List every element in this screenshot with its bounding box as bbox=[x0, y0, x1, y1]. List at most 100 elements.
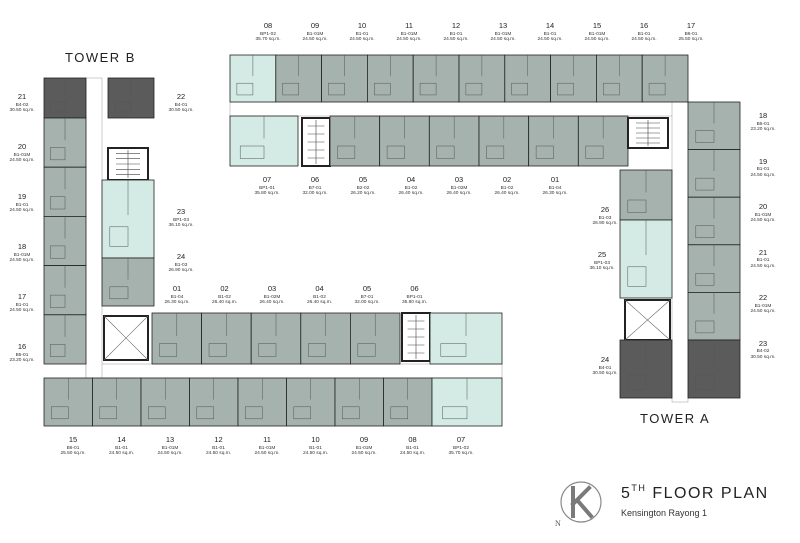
tower-b-west-corner bbox=[43, 77, 87, 119]
unit-number: 14 bbox=[545, 21, 555, 30]
unit-type: B1-01M bbox=[306, 31, 324, 37]
kensington-logo: N bbox=[555, 481, 602, 528]
top-north-unit-10 bbox=[641, 54, 689, 103]
north-marker: N bbox=[555, 519, 561, 528]
unit-area: 35.70 sq.m. bbox=[255, 37, 281, 43]
bottom-north-unit-2 bbox=[201, 312, 252, 365]
top-south-unit-1 bbox=[329, 115, 381, 167]
top-south-unit-1 bbox=[229, 115, 299, 167]
unit-area: 36.10 sq.m. bbox=[168, 223, 194, 229]
bottom-north-unit-4 bbox=[300, 312, 351, 365]
unit-type: B4-02 bbox=[15, 102, 29, 108]
tower-b-east-unit-2 bbox=[101, 257, 155, 307]
unit-type: B1-03 bbox=[598, 215, 612, 221]
unit-number: 09 bbox=[310, 21, 320, 30]
tower-b-east-unit-1 bbox=[101, 179, 155, 259]
tower-b-label: TOWER B bbox=[65, 50, 136, 65]
unit-number: 17 bbox=[686, 21, 696, 30]
unit-number: 18 bbox=[17, 242, 27, 251]
unit-type: B1-01M bbox=[161, 445, 179, 451]
tower-a-east-unit-3 bbox=[687, 196, 741, 246]
unit-type: B5-01 bbox=[756, 121, 770, 127]
tower-b-east-corner bbox=[107, 77, 155, 119]
unit-type: B1-02M bbox=[263, 294, 281, 300]
unit-area: 30.50 sq.m. bbox=[9, 108, 35, 114]
unit-type: B5-01 bbox=[15, 352, 29, 358]
unit-area: 24.50 sq.m. bbox=[108, 451, 135, 457]
unit-type: B1-01M bbox=[494, 31, 512, 37]
unit-area: 30.50 sq.m. bbox=[592, 371, 618, 377]
top-south-unit-2 bbox=[379, 115, 430, 167]
unit-area: 24.50 sq.m. bbox=[750, 172, 776, 178]
unit-type: B1-01M bbox=[588, 31, 606, 37]
page-title: 5TH FLOOR PLAN bbox=[621, 483, 769, 503]
title-ordinal: TH bbox=[631, 483, 647, 493]
unit-number: 02 bbox=[502, 175, 512, 184]
unit-area: 24.50 sq.m. bbox=[205, 451, 232, 457]
unit-number: 10 bbox=[311, 435, 320, 444]
unit-area: 24.50 sq.m. bbox=[351, 451, 377, 457]
tower-a-west-corner bbox=[619, 339, 673, 399]
unit-number: 13 bbox=[498, 21, 508, 30]
unit-area: 25.50 sq.m. bbox=[678, 37, 704, 43]
unit-area: 24.50 sq.m. bbox=[631, 37, 657, 43]
unit-number: 15 bbox=[592, 21, 602, 30]
tower-b-west-unit-5 bbox=[43, 314, 87, 365]
unit-number: 09 bbox=[359, 435, 369, 444]
top-south-unit-4 bbox=[478, 115, 530, 167]
unit-type: B2-02 bbox=[356, 185, 370, 191]
unit-type: B4-01 bbox=[174, 102, 188, 108]
unit-number: 23 bbox=[758, 338, 768, 348]
unit-number: 07 bbox=[456, 435, 466, 444]
unit-type: B1-01 bbox=[309, 445, 322, 451]
unit-number: 10 bbox=[357, 21, 367, 30]
unit-area: 24.50 sq.m. bbox=[584, 37, 610, 43]
unit-type: B1-01 bbox=[637, 31, 651, 37]
unit-number: 12 bbox=[214, 435, 223, 444]
unit-type: B1-04 bbox=[548, 185, 562, 191]
unit-area: 26.20 sq.m. bbox=[350, 191, 376, 197]
unit-area: 24.50 sq.m. bbox=[157, 451, 183, 457]
unit-area: 32.00 sq.m. bbox=[302, 191, 328, 197]
unit-type: B1-01 bbox=[15, 202, 29, 208]
unit-number: 03 bbox=[454, 175, 464, 184]
unit-number: 14 bbox=[117, 435, 126, 444]
unit-area: 30.50 sq.m. bbox=[168, 108, 194, 114]
bottom-south-unit-3 bbox=[140, 377, 190, 427]
unit-type: B4-01 bbox=[598, 365, 612, 371]
page-subtitle: Kensington Rayong 1 bbox=[621, 508, 708, 518]
unit-area: 35.80 sq.m. bbox=[254, 191, 280, 197]
tower-a-east-unit-4 bbox=[687, 244, 741, 293]
unit-number: 06 bbox=[410, 284, 419, 293]
top-north-unit-6 bbox=[458, 54, 506, 103]
tower-a-lift-core bbox=[627, 117, 669, 149]
unit-type: B1-03 bbox=[174, 262, 188, 268]
bottom-stair-core bbox=[401, 312, 431, 362]
tower-b-stair-core bbox=[107, 147, 149, 181]
top-south-unit-6 bbox=[577, 115, 629, 167]
unit-type: B6-01 bbox=[684, 31, 698, 37]
unit-type: B1-01M bbox=[13, 252, 31, 258]
bottom-south-unit-2 bbox=[92, 377, 142, 427]
bottom-south-unit-4 bbox=[189, 377, 239, 427]
